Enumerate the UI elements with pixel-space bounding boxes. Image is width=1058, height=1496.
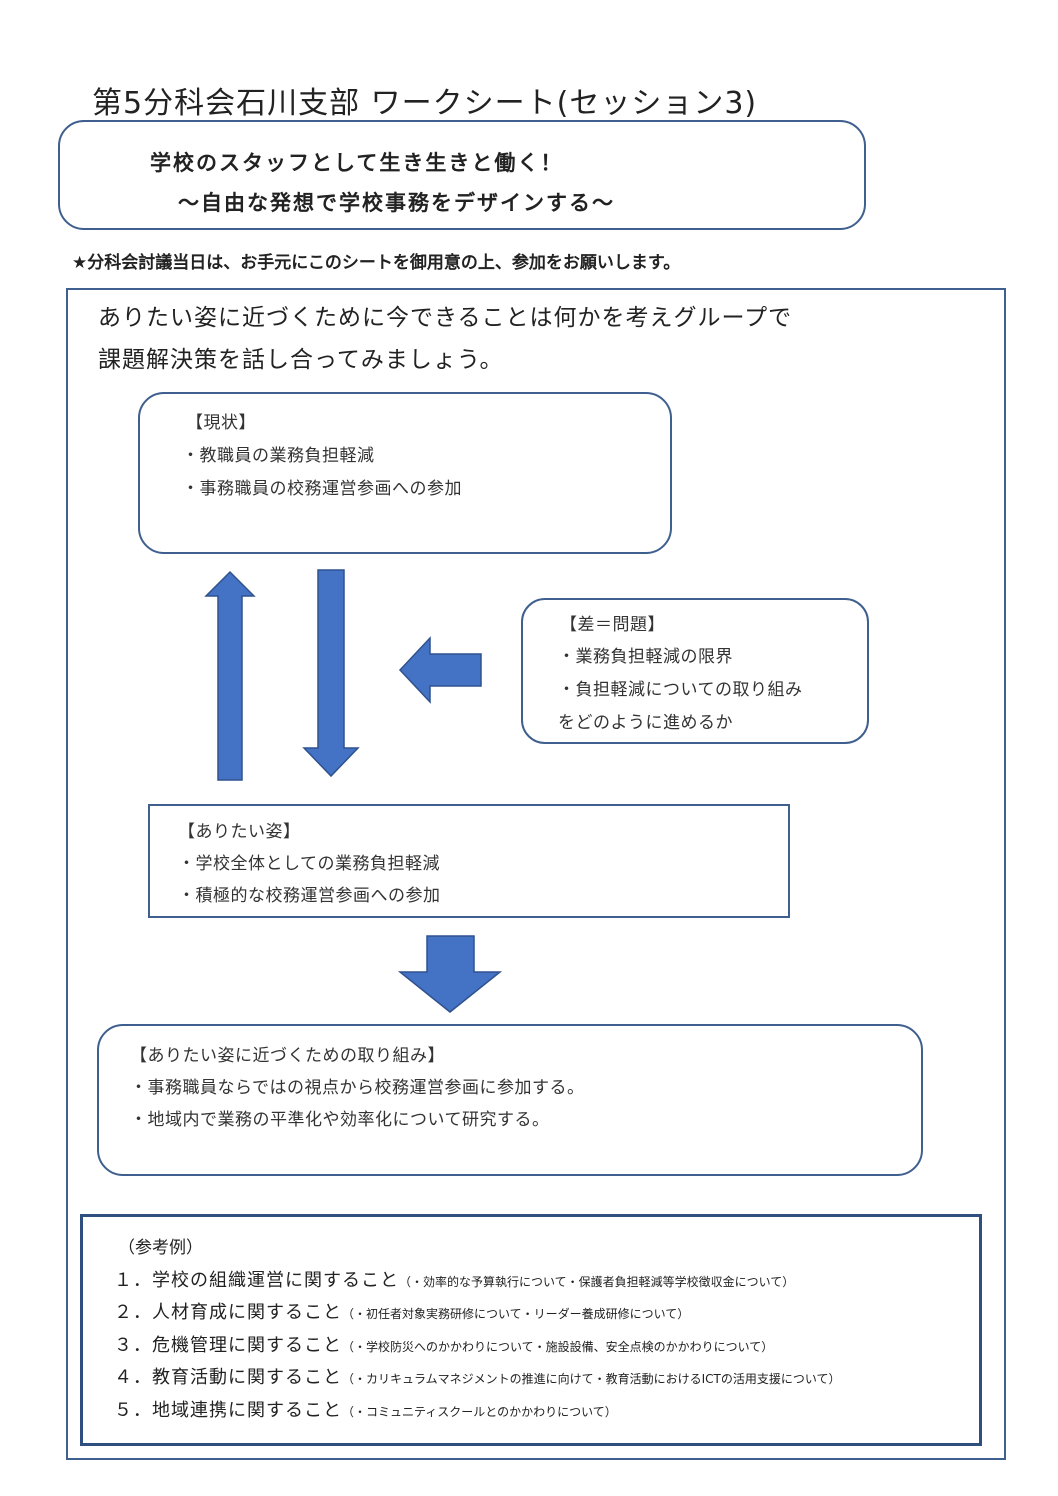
reference-item: ３．危機管理に関すること（・学校防災へのかかわりについて・施設設備、安全点検のか… [114, 1331, 773, 1357]
reference-item: ２．人材育成に関すること（・初任者対象実務研修について・リーダー養成研修について… [114, 1298, 689, 1324]
gap-line: ・業務負担軽減の限界 [558, 647, 733, 667]
big-down-arrow-icon [397, 935, 503, 1013]
reference-item-note: （・学校防災へのかかわりについて・施設設備、安全点検のかかわりについて） [342, 1340, 774, 1354]
intro-line-2: 課題解決策を話し合ってみましょう。 [98, 347, 504, 373]
current-state-heading: 【現状】 [186, 413, 256, 433]
current-state-item: ・事務職員の校務運営参画への参加 [182, 479, 462, 499]
reference-item-note: （・効率的な予算執行について・保護者負担軽減等学校徴収金について） [399, 1275, 795, 1289]
up-arrow-icon [204, 570, 256, 781]
actions-item: ・地域内で業務の平準化や効率化について研究する。 [130, 1110, 550, 1130]
actions-box [97, 1024, 923, 1176]
actions-item: ・事務職員ならではの視点から校務運営参画に参加する。 [130, 1078, 585, 1098]
reference-box [80, 1214, 982, 1446]
left-arrow-icon [398, 636, 482, 704]
theme-line-2: ～自由な発想で学校事務をデザインする～ [178, 191, 615, 215]
reference-item: １．学校の組織運営に関すること（・効率的な予算執行について・保護者負担軽減等学校… [114, 1266, 794, 1292]
actions-heading: 【ありたい姿に近づくための取り組み】 [130, 1046, 445, 1066]
theme-box [58, 120, 866, 230]
gap-line: ・負担軽減についての取り組み [558, 680, 803, 700]
reference-item-note: （・初任者対象実務研修について・リーダー養成研修について） [342, 1307, 690, 1321]
reference-item-main: ５．地域連携に関すること [114, 1400, 342, 1421]
gap-heading: 【差＝問題】 [560, 615, 665, 635]
reference-item-main: ３．危機管理に関すること [114, 1335, 342, 1356]
ideal-item: ・積極的な校務運営参画への参加 [178, 886, 441, 906]
current-state-item: ・教職員の業務負担軽減 [182, 446, 375, 466]
notice-text: ★分科会討議当日は、お手元にこのシートを御用意の上、参加をお願いします。 [72, 253, 681, 273]
reference-item-note: （・カリキュラムマネジメントの推進に向けて・教育活動におけるICTの活用支援につ… [342, 1372, 841, 1386]
reference-item: ４．教育活動に関すること（・カリキュラムマネジメントの推進に向けて・教育活動にお… [114, 1363, 841, 1389]
ideal-heading: 【ありたい姿】 [178, 822, 301, 842]
reference-item-note: （・コミュニティスクールとのかかわりについて） [342, 1405, 617, 1419]
worksheet-title: 第5分科会石川支部 ワークシート(セッション3) [92, 86, 758, 121]
reference-item-main: ２．人材育成に関すること [114, 1302, 342, 1323]
gap-problem-box [521, 598, 869, 744]
theme-line-1: 学校のスタッフとして生き生きと働く！ [150, 151, 564, 175]
reference-title: （参考例） [118, 1238, 203, 1258]
gap-line: をどのように進めるか [558, 713, 733, 733]
current-state-box [138, 392, 672, 554]
ideal-state-box [148, 804, 790, 918]
reference-item-main: ４．教育活動に関すること [114, 1367, 342, 1388]
down-arrow-icon [302, 569, 360, 778]
reference-item-main: １．学校の組織運営に関すること [114, 1270, 399, 1291]
main-frame [66, 288, 1006, 1460]
intro-line-1: ありたい姿に近づくために今できることは何かを考えグループで [98, 305, 793, 331]
reference-item: ５．地域連携に関すること（・コミュニティスクールとのかかわりについて） [114, 1396, 617, 1422]
ideal-item: ・学校全体としての業務負担軽減 [178, 854, 440, 874]
